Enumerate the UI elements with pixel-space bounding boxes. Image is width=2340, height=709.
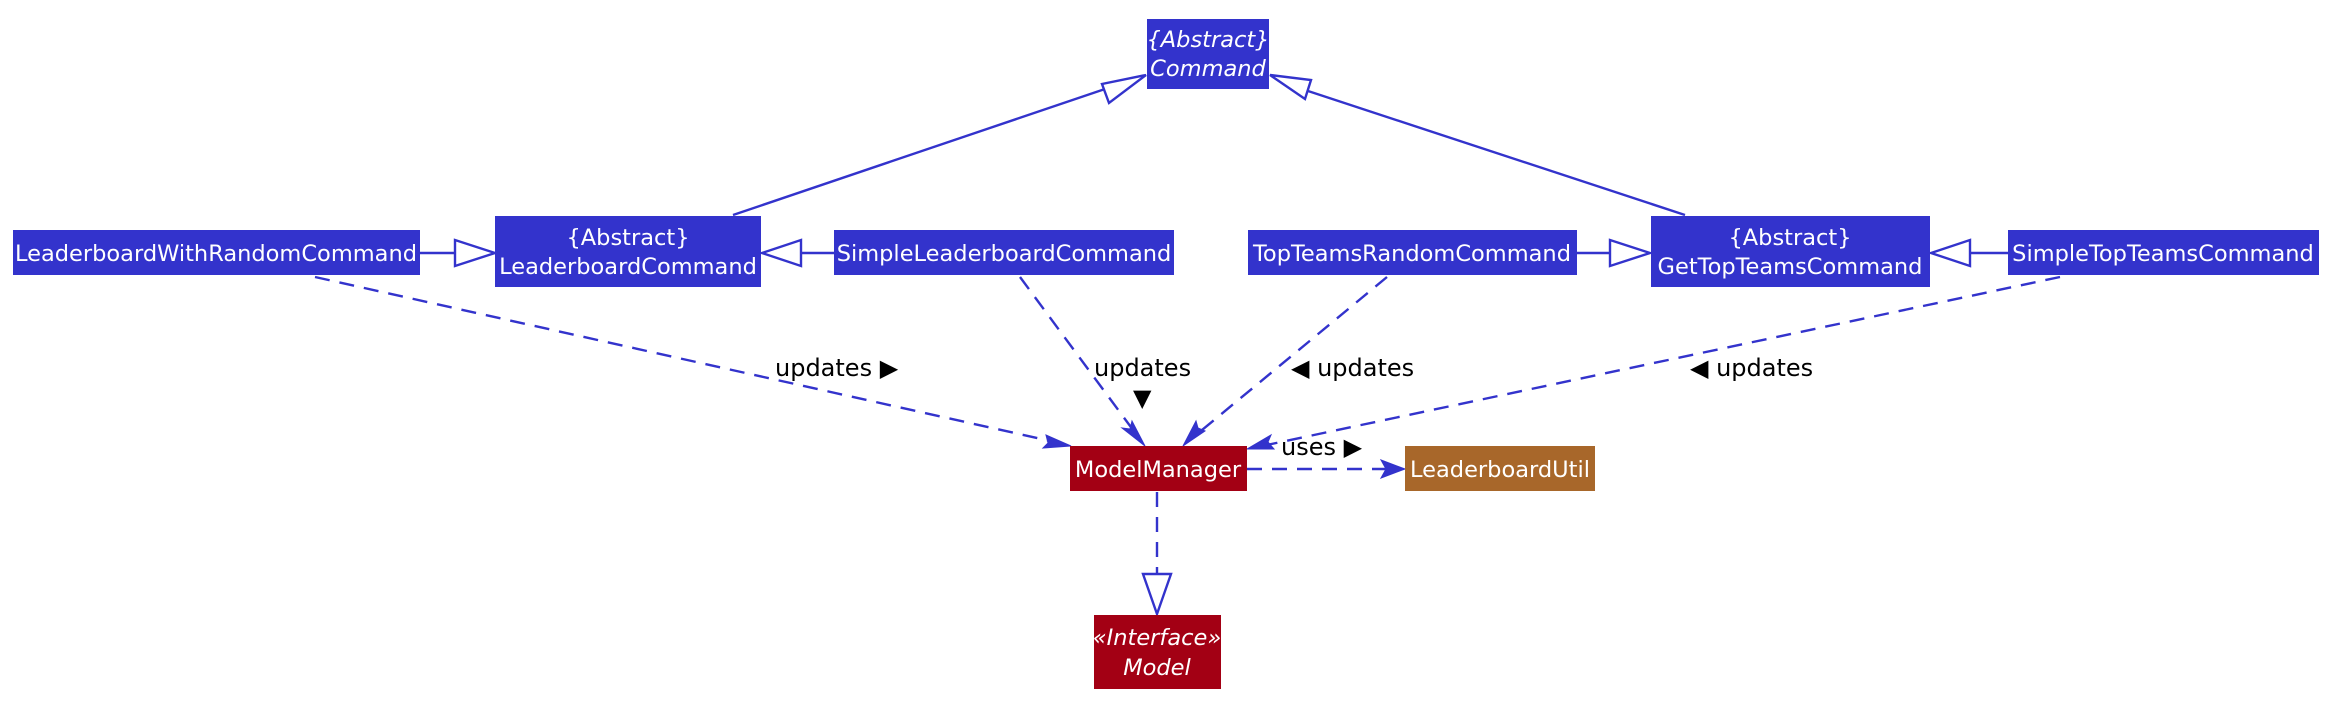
node-model-name: Model: [1123, 655, 1191, 681]
edge-leaderboardcommand-extends-command: [732, 87, 1106, 217]
generalization-arrow-icon: [758, 238, 803, 268]
edge-label-mm-uses: uses ▶: [1281, 433, 1363, 461]
node-simple-top-teams-command-name: SimpleTopTeamsCommand: [2012, 241, 2314, 267]
dependency-arrow-icon: [1120, 419, 1146, 447]
node-simple-leaderboard-command-name: SimpleLeaderboardCommand: [837, 241, 1172, 267]
node-leaderboard-with-random-command[interactable]: LeaderboardWithRandomCommand: [13, 230, 420, 275]
node-model-stereotype: «Interface»: [1093, 625, 1222, 651]
node-leaderboard-command-stereotype: {Abstract}: [566, 225, 689, 251]
edge-label-ttrc-updates: ◀ updates: [1291, 354, 1414, 382]
edge-label-sttc-updates: ◀ updates: [1690, 354, 1813, 382]
node-command[interactable]: {Abstract} Command: [1146, 19, 1270, 89]
node-leaderboard-command-name: LeaderboardCommand: [499, 254, 757, 280]
generalization-arrow-icon: [1927, 238, 1972, 268]
edges: [314, 73, 2061, 618]
node-model-manager-name: ModelManager: [1075, 457, 1242, 483]
edge-gettopteamscommand-extends-command: [1307, 89, 1686, 217]
generalization-arrow-icon: [1100, 73, 1147, 105]
node-get-top-teams-command-stereotype: {Abstract}: [1728, 225, 1851, 251]
edge-label-slc-updates-arrow: ▼: [1133, 384, 1152, 412]
edge-sttc-updates-modelmanager: [1261, 275, 2061, 448]
node-leaderboard-command[interactable]: {Abstract} LeaderboardCommand: [495, 216, 761, 287]
node-model-manager[interactable]: ModelManager: [1070, 446, 1247, 491]
dependency-arrow-icon: [1182, 419, 1207, 447]
generalization-arrow-icon: [1269, 73, 1313, 101]
node-command-name: Command: [1150, 56, 1266, 82]
node-top-teams-random-command-name: TopTeamsRandomCommand: [1252, 241, 1571, 267]
edge-ttrc-updates-modelmanager: [1195, 276, 1388, 436]
node-get-top-teams-command-name: GetTopTeamsCommand: [1658, 254, 1923, 280]
edge-labels: updates ▶ updates ▼ ◀ updates ◀ updates …: [775, 354, 1813, 461]
realization-arrow-icon: [1141, 572, 1173, 618]
node-model[interactable]: «Interface» Model: [1093, 615, 1222, 689]
dependency-arrow-icon: [1245, 433, 1276, 450]
generalization-arrow-icon: [1608, 238, 1654, 268]
dependency-arrow-icon: [1379, 459, 1407, 479]
node-leaderboard-util[interactable]: LeaderboardUtil: [1405, 446, 1595, 491]
edge-slc-updates-modelmanager: [1019, 276, 1137, 435]
generalization-arrow-icon: [453, 238, 499, 268]
dependency-arrow-icon: [1041, 434, 1072, 449]
edge-label-lwrc-updates: updates ▶: [775, 354, 899, 382]
node-top-teams-random-command[interactable]: TopTeamsRandomCommand: [1248, 230, 1577, 275]
node-simple-leaderboard-command[interactable]: SimpleLeaderboardCommand: [834, 230, 1174, 275]
node-command-stereotype: {Abstract}: [1146, 27, 1269, 53]
node-simple-top-teams-command[interactable]: SimpleTopTeamsCommand: [2008, 230, 2319, 275]
edge-label-slc-updates: updates: [1094, 354, 1191, 382]
node-leaderboard-with-random-command-name: LeaderboardWithRandomCommand: [15, 241, 417, 267]
node-leaderboard-util-name: LeaderboardUtil: [1410, 457, 1590, 483]
node-get-top-teams-command[interactable]: {Abstract} GetTopTeamsCommand: [1651, 216, 1930, 287]
edge-lwrc-updates-modelmanager: [314, 275, 1056, 444]
